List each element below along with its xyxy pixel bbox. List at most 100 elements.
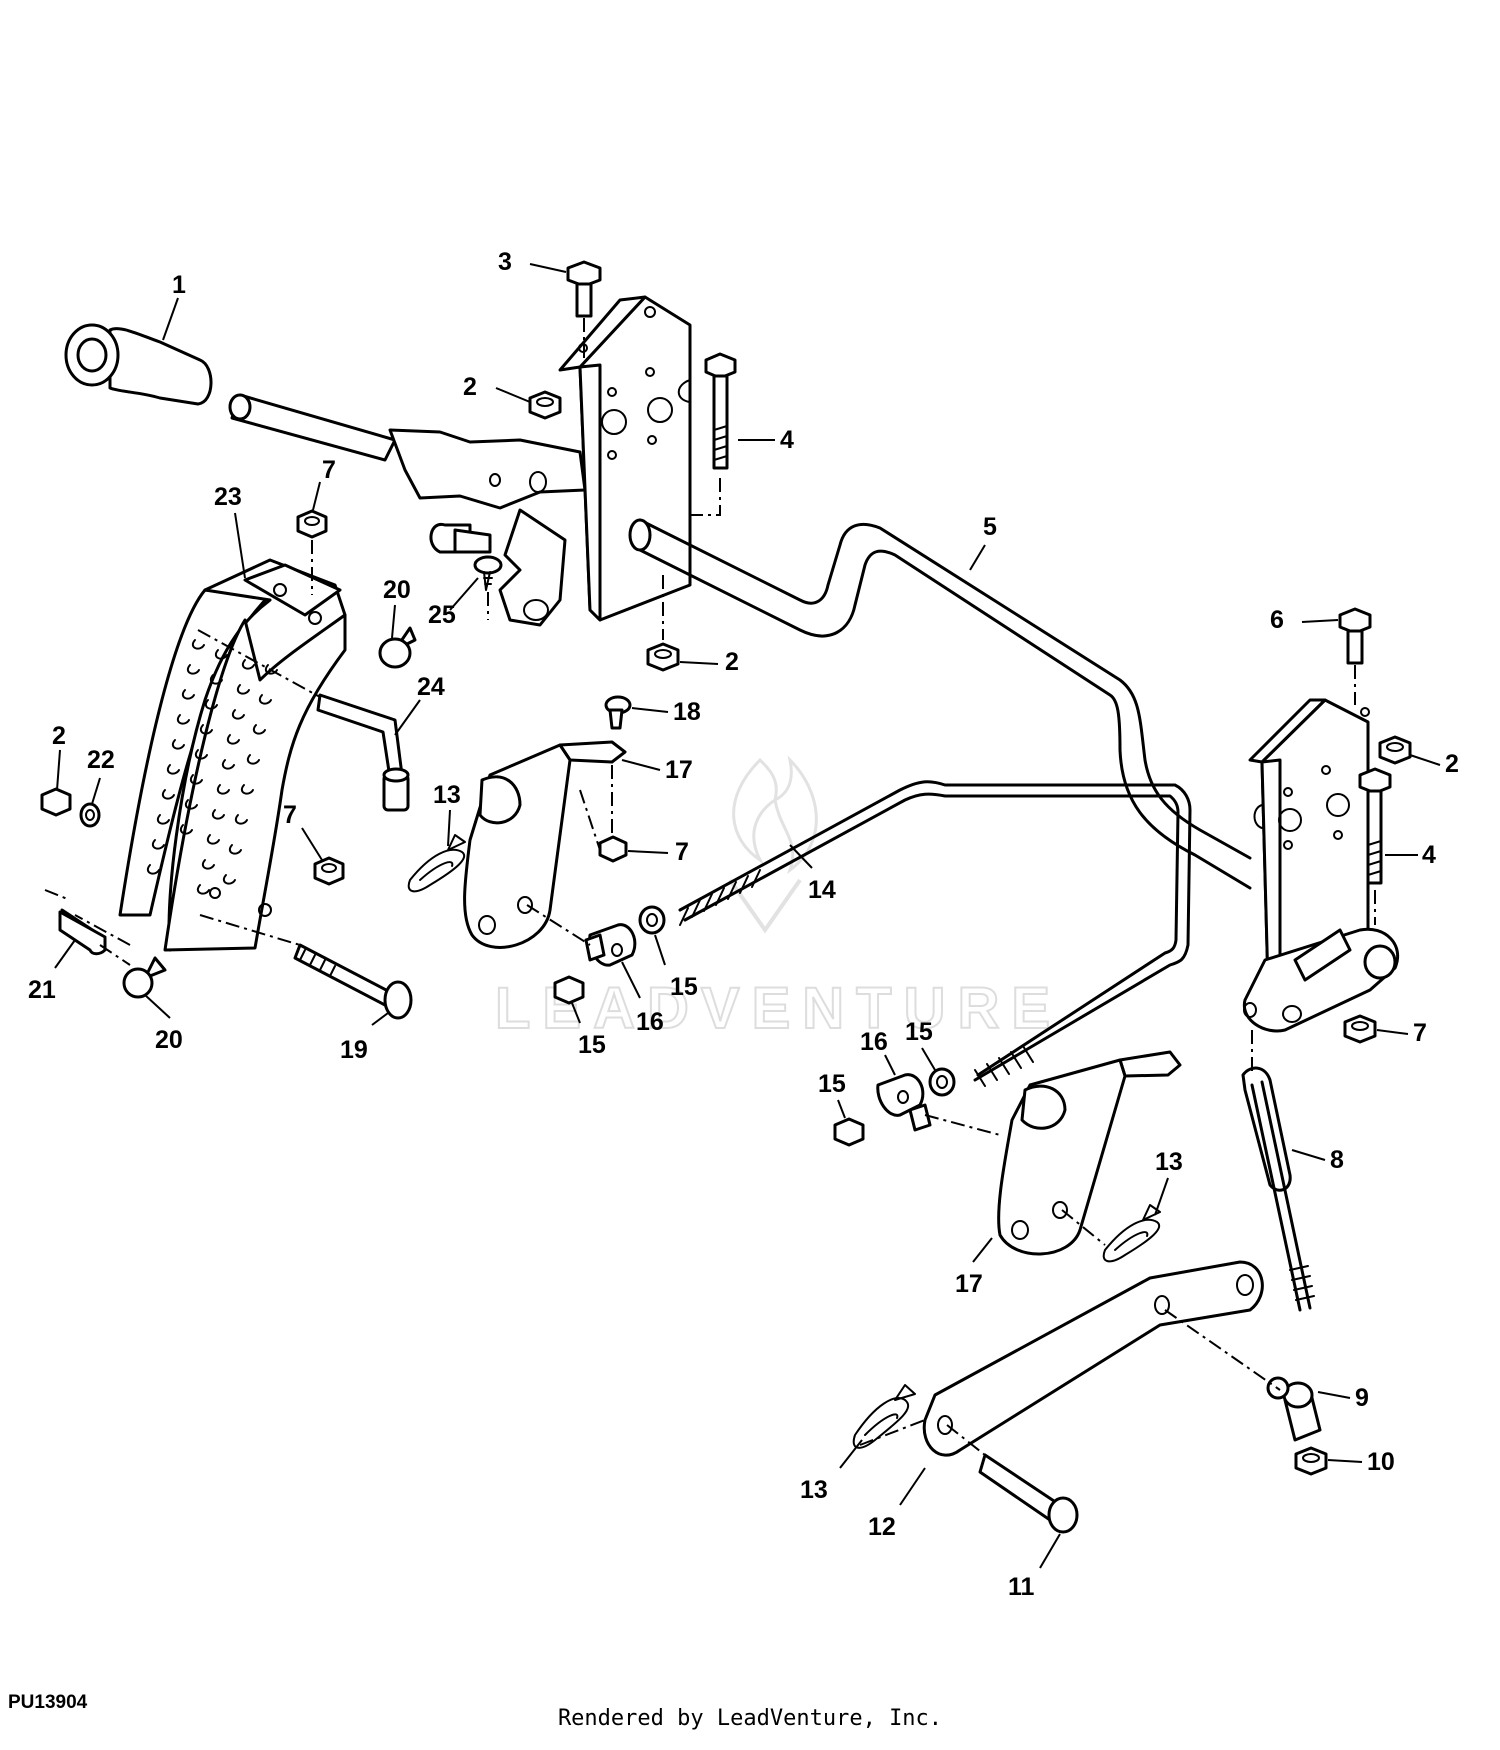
callout-5: 5 xyxy=(969,513,997,571)
svg-text:7: 7 xyxy=(1413,1019,1427,1047)
svg-text:2: 2 xyxy=(725,648,739,676)
screw-25 xyxy=(473,555,503,591)
pedal-tread-pattern xyxy=(146,639,278,895)
svg-text:23: 23 xyxy=(214,483,242,511)
svg-text:2: 2 xyxy=(463,373,477,401)
bracket-17-lower xyxy=(997,1050,1182,1256)
callout-7-d: 7 xyxy=(1376,1019,1427,1047)
cross-rod xyxy=(678,780,1192,1087)
nut-15-lower-a xyxy=(833,1117,865,1147)
bolt-6 xyxy=(1338,607,1372,665)
svg-text:22: 22 xyxy=(87,746,115,774)
callout-16-b: 16 xyxy=(860,1028,896,1076)
l-pin xyxy=(316,693,410,812)
callout-14: 14 xyxy=(789,844,836,904)
svg-text:1: 1 xyxy=(172,271,186,299)
trunnion-9 xyxy=(1266,1376,1322,1442)
callout-13-c: 13 xyxy=(800,1439,863,1504)
callout-11: 11 xyxy=(1008,1533,1061,1601)
callout-20-a: 20 xyxy=(383,576,411,639)
assembly-centerlines xyxy=(44,318,1376,1456)
svg-text:2: 2 xyxy=(52,722,66,750)
screw-18 xyxy=(604,695,632,730)
svg-text:15: 15 xyxy=(818,1070,846,1098)
nut-2-b xyxy=(646,642,680,672)
svg-text:18: 18 xyxy=(673,698,701,726)
bracket-17-upper xyxy=(463,740,627,949)
svg-text:17: 17 xyxy=(665,756,693,784)
svg-text:21: 21 xyxy=(28,976,56,1004)
nut-10 xyxy=(1294,1446,1328,1476)
callout-15-b: 15 xyxy=(571,1002,606,1059)
callout-2-d: 2 xyxy=(52,722,66,791)
clip-13-upper xyxy=(407,834,466,893)
bolt-19 xyxy=(293,943,413,1020)
nut-15-upper-a xyxy=(553,975,585,1005)
callout-19: 19 xyxy=(340,1012,389,1064)
watermark-text: LEADVENTURE xyxy=(495,976,1062,1041)
footer-credit: Rendered by LeadVenture, Inc. xyxy=(557,1706,943,1731)
right-lift-arm xyxy=(1242,927,1399,1033)
callout-16-a: 16 xyxy=(621,961,664,1036)
draft-arm-12 xyxy=(922,1260,1264,1457)
callout-12: 12 xyxy=(868,1467,926,1541)
svg-text:8: 8 xyxy=(1330,1146,1344,1174)
callout-3: 3 xyxy=(498,248,567,276)
nut-15-lower-b xyxy=(928,1067,956,1097)
callout-23: 23 xyxy=(214,483,246,579)
bolt-3 xyxy=(566,260,602,318)
svg-text:7: 7 xyxy=(675,838,689,866)
clip-13-lower xyxy=(852,1384,916,1449)
svg-text:24: 24 xyxy=(417,673,445,701)
callout-1: 1 xyxy=(162,271,186,341)
nut-7-a xyxy=(296,509,328,539)
lift-handle xyxy=(64,323,587,627)
rockshaft-tube xyxy=(628,518,1252,890)
swivel-16-lower xyxy=(876,1073,932,1132)
nut-7-b xyxy=(313,856,345,886)
pin-20-lower xyxy=(122,956,167,999)
svg-text:15: 15 xyxy=(578,1031,606,1059)
svg-text:9: 9 xyxy=(1355,1384,1369,1412)
svg-text:2: 2 xyxy=(1445,750,1459,778)
callout-8: 8 xyxy=(1291,1146,1344,1174)
bolt-4-right xyxy=(1358,767,1392,885)
svg-text:25: 25 xyxy=(428,601,456,629)
swivel-16-upper xyxy=(584,923,637,967)
svg-text:20: 20 xyxy=(383,576,411,604)
nut-2-a xyxy=(528,390,562,420)
clip-13-mid xyxy=(1102,1204,1161,1263)
callout-21: 21 xyxy=(28,939,76,1004)
svg-text:15: 15 xyxy=(905,1018,933,1046)
callout-7-c: 7 xyxy=(627,838,689,866)
svg-text:12: 12 xyxy=(868,1513,896,1541)
callout-7-a: 7 xyxy=(312,456,336,511)
callout-6: 6 xyxy=(1270,606,1339,634)
svg-text:7: 7 xyxy=(283,801,297,829)
callout-15-c: 15 xyxy=(905,1018,936,1071)
figure-code: PU13904 xyxy=(8,1692,88,1713)
callout-4-a: 4 xyxy=(738,426,794,454)
svg-text:15: 15 xyxy=(670,973,698,1001)
callout-7-b: 7 xyxy=(283,801,323,861)
svg-text:4: 4 xyxy=(780,426,794,454)
svg-text:10: 10 xyxy=(1367,1448,1395,1476)
callout-2-c: 2 xyxy=(1409,750,1459,778)
leadventure-watermark: LEADVENTURE xyxy=(494,755,1062,1042)
callout-2-a: 2 xyxy=(463,373,531,403)
pin-11 xyxy=(978,1453,1079,1534)
callout-24: 24 xyxy=(394,673,445,736)
spacer-21 xyxy=(58,908,107,956)
callout-13-b: 13 xyxy=(1154,1148,1183,1216)
svg-text:13: 13 xyxy=(1155,1148,1183,1176)
callout-22: 22 xyxy=(87,746,115,805)
svg-text:13: 13 xyxy=(800,1476,828,1504)
svg-text:6: 6 xyxy=(1270,606,1284,634)
bolt-4-center xyxy=(704,352,737,470)
right-mounting-bracket xyxy=(1248,698,1370,997)
nut-7-c xyxy=(598,835,628,863)
center-mounting-bracket xyxy=(558,295,692,622)
nut-7-d xyxy=(1343,1014,1377,1044)
callout-20-b: 20 xyxy=(144,994,183,1054)
